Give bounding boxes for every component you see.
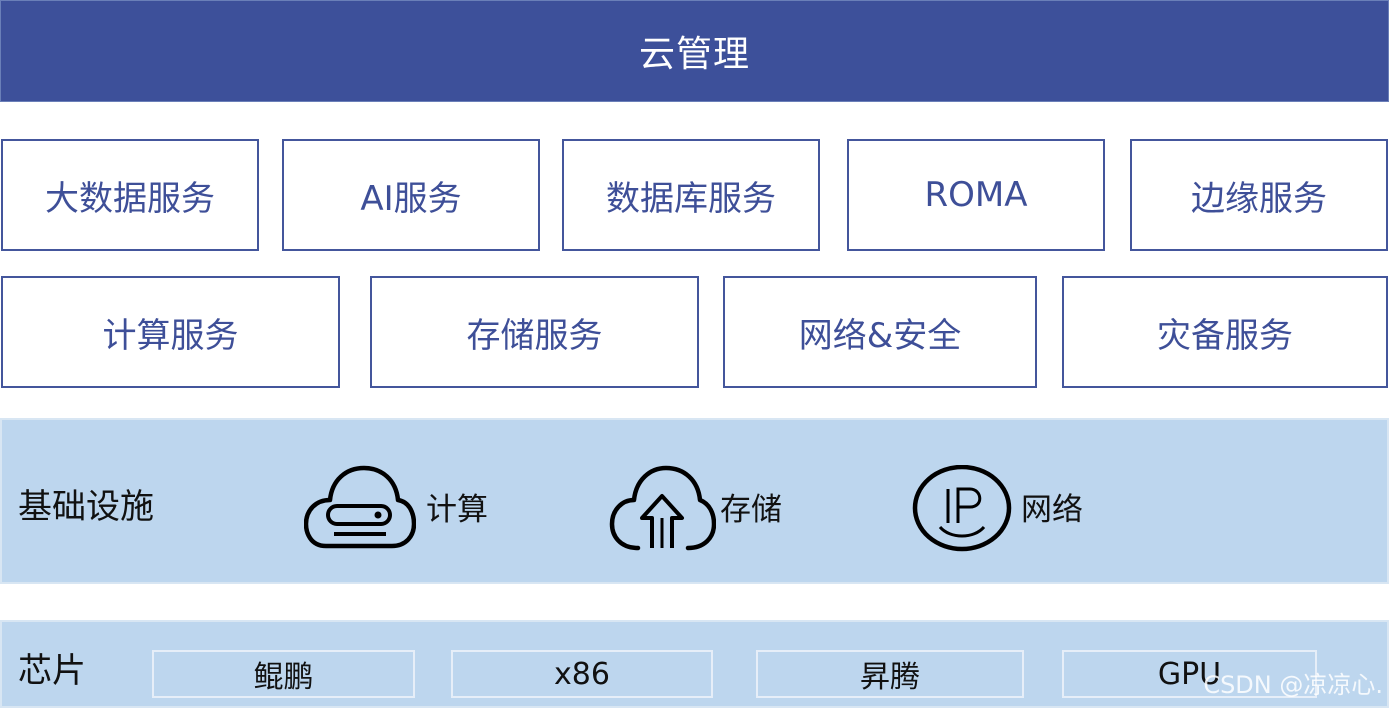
chip-ascend: 昇腾 <box>756 650 1024 698</box>
chip-item-label: x86 <box>554 656 610 692</box>
service-label: 网络&安全 <box>798 315 962 356</box>
chip-label: 芯片 <box>18 651 86 691</box>
cloud-management-banner: 云管理 <box>0 0 1389 102</box>
chip-kunpeng: 鲲鹏 <box>152 650 415 698</box>
csdn-watermark: CSDN @凉凉心. <box>1203 671 1383 699</box>
service-storage: 存储服务 <box>370 276 699 388</box>
service-label: 大数据服务 <box>45 178 215 219</box>
service-big-data: 大数据服务 <box>1 139 259 251</box>
network-ip-icon <box>912 465 1012 552</box>
service-label: 计算服务 <box>102 315 239 356</box>
chip-item-label: 鲲鹏 <box>253 660 314 695</box>
service-label: 数据库服务 <box>606 178 776 219</box>
service-network-security: 网络&安全 <box>723 276 1037 388</box>
cloud-management-label: 云管理 <box>638 34 750 75</box>
service-label: AI服务 <box>360 178 462 219</box>
service-database: 数据库服务 <box>562 139 820 251</box>
infra-network-label: 网络 <box>1021 492 1083 528</box>
service-label: 灾备服务 <box>1157 315 1293 356</box>
storage-upload-cloud-icon <box>609 465 716 551</box>
service-label: 存储服务 <box>466 315 603 356</box>
infrastructure-band <box>0 418 1389 584</box>
service-label: 边缘服务 <box>1191 178 1327 219</box>
chip-x86: x86 <box>451 650 713 698</box>
chip-item-label: 昇腾 <box>860 660 920 695</box>
compute-cloud-icon <box>304 465 416 549</box>
service-ai: AI服务 <box>282 139 540 251</box>
chip-gpu: GPU <box>1062 650 1317 698</box>
infra-compute-label: 计算 <box>426 492 488 528</box>
service-disaster-recovery: 灾备服务 <box>1062 276 1388 388</box>
service-compute: 计算服务 <box>1 276 340 388</box>
infrastructure-label: 基础设施 <box>18 487 154 527</box>
service-roma: ROMA <box>847 139 1105 251</box>
service-label: ROMA <box>924 175 1028 215</box>
service-edge: 边缘服务 <box>1130 139 1388 251</box>
infra-storage-label: 存储 <box>720 492 782 528</box>
chip-item-label: GPU <box>1157 656 1222 692</box>
